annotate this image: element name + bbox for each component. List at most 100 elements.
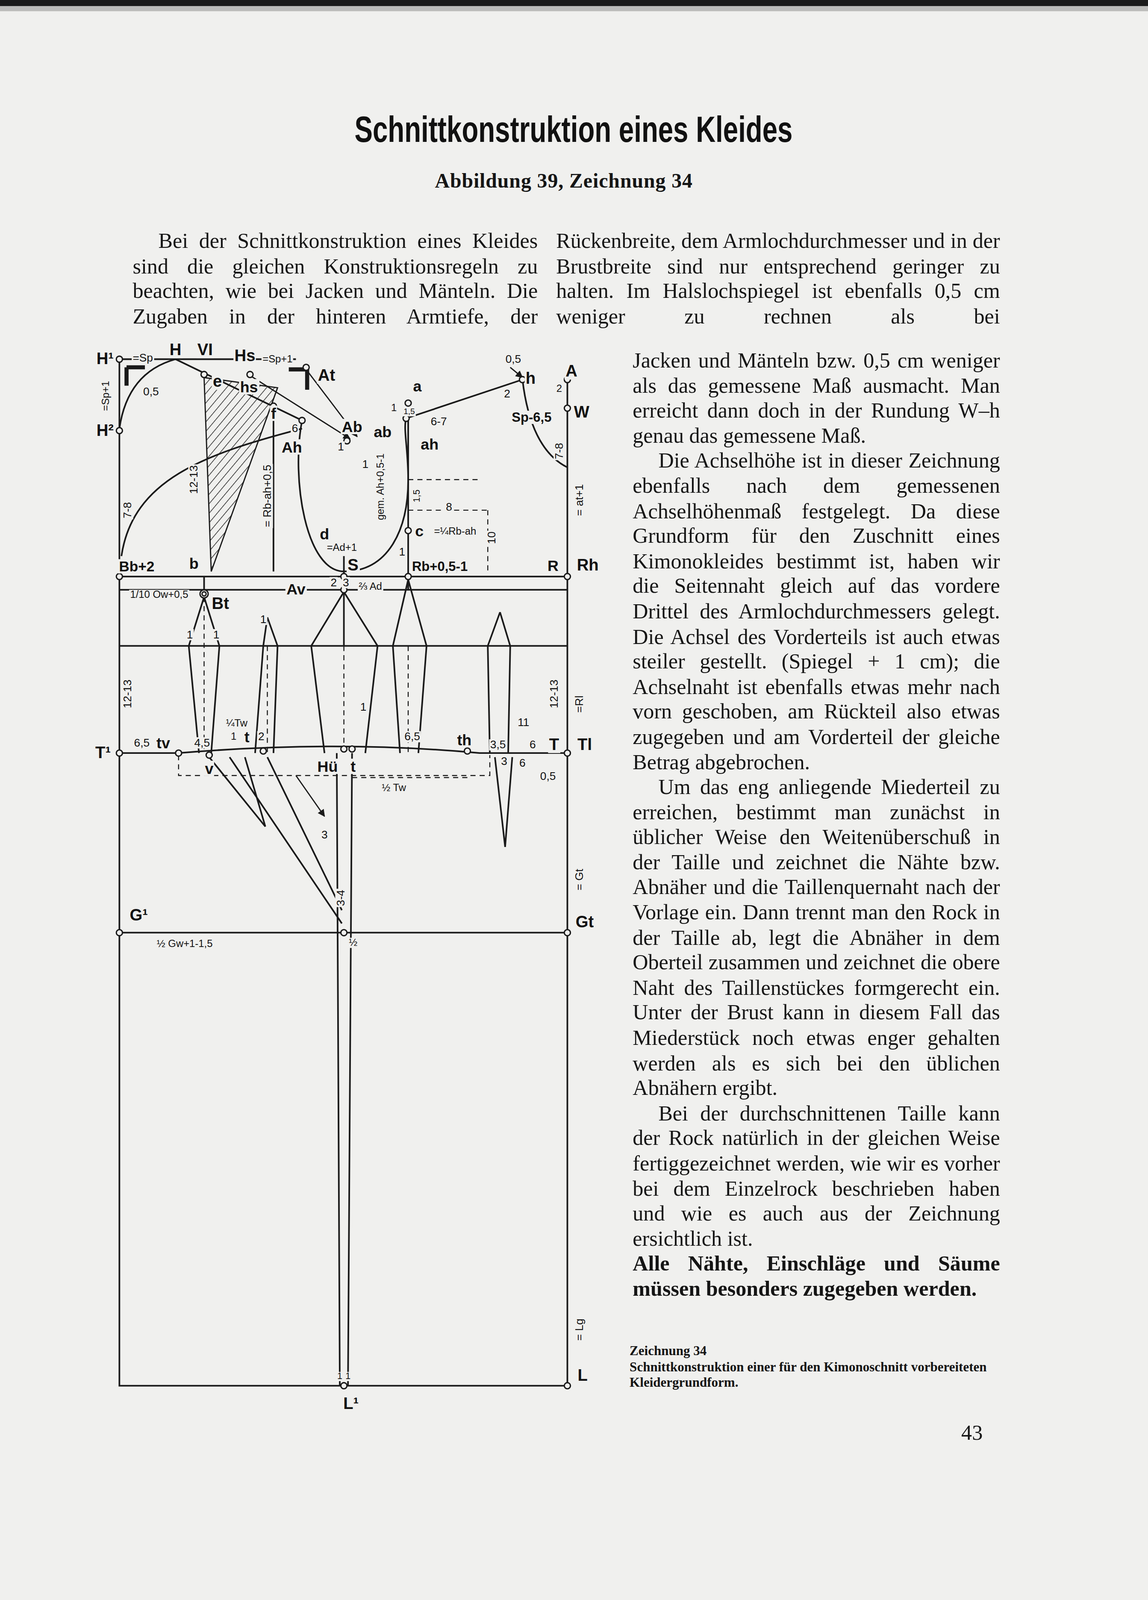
caption-head: Zeichnung 34 bbox=[629, 1342, 707, 1360]
measure-label: = at+1 bbox=[574, 482, 586, 517]
measure-label: ¼Tw bbox=[224, 718, 249, 729]
measure-label: 1/10 Ow+0,5 bbox=[129, 589, 190, 601]
point-label: W bbox=[572, 404, 591, 421]
binding-shade bbox=[0, 5, 1148, 12]
kimono-hatch bbox=[204, 377, 278, 572]
page-number: 43 bbox=[961, 1420, 983, 1447]
point-label: ab bbox=[372, 423, 393, 440]
point-label: VI bbox=[196, 341, 214, 359]
measure-label: =Sp+1 bbox=[261, 354, 294, 365]
measure-label: 6-7 bbox=[429, 415, 448, 427]
point-label: a bbox=[412, 378, 423, 394]
point-label: c bbox=[414, 523, 425, 539]
point-label: Gt bbox=[574, 914, 595, 931]
measure-label: 1 bbox=[390, 403, 398, 414]
measure-label: 1 bbox=[336, 1371, 344, 1381]
measure-label: = Lg bbox=[574, 1317, 586, 1343]
title-row: Schnittkonstruktion eines Kleides bbox=[0, 108, 1148, 151]
measure-label: 11 bbox=[516, 716, 531, 728]
point-label: Ah bbox=[280, 439, 304, 455]
page-title: Schnittkonstruktion eines Kleides bbox=[355, 108, 794, 151]
measure-label: 7-8 bbox=[121, 501, 133, 520]
measure-label: gem. Ah+0,5-1 bbox=[375, 452, 386, 522]
measure-label: = Gt bbox=[574, 868, 586, 892]
measure-label: =Sp+1 bbox=[100, 379, 112, 413]
point-label: Tl bbox=[576, 736, 594, 754]
point-label: Hs bbox=[233, 347, 257, 365]
body-text: Bei der durchschnittenen Taille kann der… bbox=[632, 1100, 1001, 1252]
caption: Schnittkonstruktion einer für den Kimono… bbox=[629, 1359, 987, 1390]
measure-label: 1,5 bbox=[412, 488, 422, 504]
point-label: th bbox=[456, 732, 473, 748]
measure-label: 0,5 bbox=[142, 386, 160, 398]
measure-label: 2 bbox=[555, 383, 563, 395]
measure-label: 1,5 bbox=[402, 408, 416, 417]
text-column: Jacken und Mänteln bzw. 0,5 cm weniger a… bbox=[632, 347, 1001, 1302]
measure-label: 1 bbox=[185, 629, 194, 641]
point-label: R bbox=[546, 557, 560, 574]
point-label: T bbox=[547, 736, 560, 754]
measure-label: ½ bbox=[347, 937, 359, 948]
point-label: Rh bbox=[575, 557, 600, 574]
point-markers bbox=[116, 356, 571, 1389]
point-label: Hü bbox=[316, 758, 339, 775]
measure-label: 6,5 bbox=[132, 737, 151, 749]
measure-label: ½ Gw+1-1,5 bbox=[155, 939, 214, 950]
body-text: Um das eng anliegende Miederteil zu erre… bbox=[632, 774, 1001, 1101]
measure-label: 1 bbox=[259, 613, 268, 625]
measure-label: 1 bbox=[397, 546, 407, 558]
measure-label: =¼Rb-ah bbox=[432, 526, 478, 537]
body-text: Bei der Schnittkonstruktion eines Kleide… bbox=[132, 228, 538, 330]
measure-label: 7-8 bbox=[553, 441, 565, 461]
point-label: T¹ bbox=[94, 744, 112, 762]
measure-label: 1 bbox=[336, 441, 345, 453]
point-label: ah bbox=[419, 436, 440, 452]
measure-label: 1 bbox=[359, 701, 368, 713]
point-label: Rb+0,5-1 bbox=[411, 559, 469, 574]
pattern-lines bbox=[119, 359, 568, 1386]
point-label: hs bbox=[238, 379, 260, 395]
point-label: H¹ bbox=[95, 350, 115, 368]
measure-label: 0,5 bbox=[504, 353, 522, 365]
point-label: At bbox=[316, 367, 336, 384]
measure-label: ½ Tw bbox=[380, 782, 407, 793]
measure-label: 3 bbox=[500, 755, 509, 767]
point-label: b bbox=[188, 555, 200, 572]
measure-label: 6 bbox=[518, 757, 527, 769]
measure-label: =Sp bbox=[131, 352, 154, 364]
measure-label: 3 bbox=[341, 576, 351, 589]
point-label: G¹ bbox=[128, 907, 149, 924]
body-text: Jacken und Mänteln bzw. 0,5 cm weniger a… bbox=[632, 347, 1001, 449]
measure-label: 3-4 bbox=[335, 888, 347, 908]
point-label: d bbox=[318, 526, 331, 542]
point-label: v bbox=[203, 760, 215, 777]
measure-label: ⅔ Ad bbox=[357, 581, 383, 592]
measure-label: 6 bbox=[528, 739, 537, 751]
point-label: L bbox=[576, 1367, 589, 1384]
point-label: L¹ bbox=[342, 1395, 360, 1413]
measure-label: 2 bbox=[257, 731, 266, 743]
measure-label: 8 bbox=[444, 501, 454, 513]
point-label: Ab bbox=[340, 418, 364, 435]
measure-label: = Rb-ah+0,5 bbox=[261, 463, 273, 529]
measure-label: 6 bbox=[290, 423, 299, 435]
point-label: Sp-6,5 bbox=[510, 410, 553, 424]
measure-label: 10 bbox=[486, 530, 498, 545]
dashed-guides bbox=[178, 479, 490, 778]
point-label: f bbox=[270, 405, 278, 421]
measure-label: =Ad+1 bbox=[325, 542, 358, 554]
point-label: A bbox=[564, 363, 579, 380]
point-label: H² bbox=[95, 422, 115, 439]
point-label: Bt bbox=[210, 595, 230, 613]
point-label: Bb+2 bbox=[117, 559, 156, 574]
point-label: Av bbox=[285, 581, 307, 597]
measure-label: 4,5 bbox=[193, 737, 211, 749]
measure-label: 12-13 bbox=[548, 678, 560, 710]
measure-label: 12-13 bbox=[121, 678, 133, 710]
point-label: t bbox=[349, 758, 357, 775]
point-label: e bbox=[211, 373, 224, 390]
body-text: Die Achselhöhe ist in dieser Zeichnung e… bbox=[632, 448, 1001, 775]
point-label: h bbox=[524, 370, 537, 387]
body-text: Rückenbreite, dem Armlochdurchmesser und… bbox=[556, 228, 1001, 330]
